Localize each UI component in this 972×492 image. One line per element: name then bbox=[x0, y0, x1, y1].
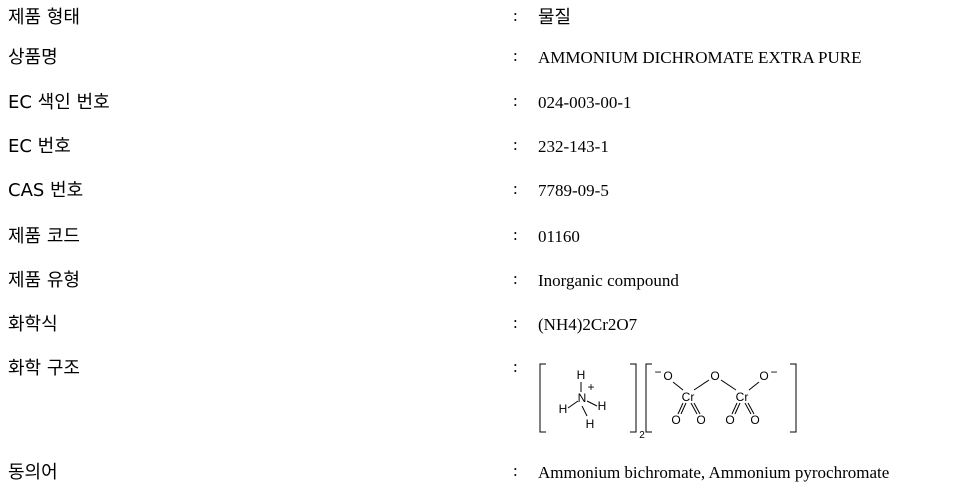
atom-label: O bbox=[663, 369, 672, 383]
field-colon: : bbox=[513, 225, 518, 244]
field-value: 024-003-00-1 bbox=[538, 93, 632, 112]
field-value: Ammonium bichromate, Ammonium pyrochroma… bbox=[538, 463, 890, 482]
field-colon: : bbox=[513, 179, 518, 198]
atom-label: H bbox=[559, 402, 568, 416]
field-value: Inorganic compound bbox=[538, 271, 679, 290]
bracket-right bbox=[790, 363, 797, 433]
field-row-product-type: 제품 유형 : Inorganic compound bbox=[0, 269, 972, 300]
field-row-trade-name: 상품명 : AMMONIUM DICHROMATE EXTRA PURE bbox=[0, 46, 972, 77]
field-colon: : bbox=[513, 357, 518, 376]
atom-label: N bbox=[578, 391, 587, 405]
atom-label: Cr bbox=[682, 390, 695, 404]
atom-label: H bbox=[586, 417, 595, 431]
field-colon: : bbox=[513, 461, 518, 480]
field-colon: : bbox=[513, 6, 518, 25]
field-label: 제품 코드 bbox=[8, 226, 80, 247]
field-value: 232-143-1 bbox=[538, 137, 609, 156]
field-colon: : bbox=[513, 135, 518, 154]
atom-label: O bbox=[710, 369, 719, 383]
field-row-cas-number: CAS 번호 : 7789-09-5 bbox=[0, 179, 972, 210]
atom-label: O bbox=[750, 413, 759, 427]
field-label: 화학식 bbox=[8, 314, 58, 335]
field-label: 제품 유형 bbox=[8, 270, 80, 291]
field-label: 제품 형태 bbox=[8, 7, 80, 28]
field-value: 물질 bbox=[538, 7, 572, 28]
field-row-chemical-structure: 화학 구조 : bbox=[0, 357, 972, 388]
field-colon: : bbox=[513, 46, 518, 65]
field-value: AMMONIUM DICHROMATE EXTRA PURE bbox=[538, 48, 862, 67]
field-label: 화학 구조 bbox=[8, 358, 80, 379]
atom-label: O bbox=[696, 413, 705, 427]
field-label: 동의어 bbox=[8, 462, 58, 483]
field-row-ec-index-number: EC 색인 번호 : 024-003-00-1 bbox=[0, 91, 972, 122]
charge-label: − bbox=[654, 365, 661, 379]
atom-label: H bbox=[598, 399, 607, 413]
bracket-right bbox=[630, 363, 637, 433]
atom-label: O bbox=[759, 369, 768, 383]
atom-label: Cr bbox=[736, 390, 749, 404]
field-label: CAS 번호 bbox=[8, 180, 84, 201]
field-colon: : bbox=[513, 91, 518, 110]
field-row-synonyms: 동의어 : Ammonium bichromate, Ammonium pyro… bbox=[0, 461, 972, 492]
field-value: (NH4)2Cr2O7 bbox=[538, 315, 638, 334]
charge-label: + bbox=[587, 380, 594, 394]
field-colon: : bbox=[513, 313, 518, 332]
field-value: 01160 bbox=[538, 227, 580, 246]
field-row-formula: 화학식 : (NH4)2Cr2O7 bbox=[0, 313, 972, 344]
field-row-product-code: 제품 코드 : 01160 bbox=[0, 225, 972, 256]
field-colon: : bbox=[513, 269, 518, 288]
field-value: 7789-09-5 bbox=[538, 181, 609, 200]
chemical-structure-image: H N + H H H 2 − O Cr O Cr O − O O O O bbox=[539, 363, 797, 441]
atom-label: O bbox=[725, 413, 734, 427]
atom-label: H bbox=[577, 368, 586, 382]
field-label: EC 번호 bbox=[8, 136, 71, 157]
field-label: 상품명 bbox=[8, 47, 58, 68]
bracket-left bbox=[645, 363, 652, 433]
field-row-product-form: 제품 형태 : 물질 bbox=[0, 6, 972, 37]
subscript-label: 2 bbox=[639, 430, 645, 441]
bracket-left bbox=[539, 363, 546, 433]
atom-label: O bbox=[671, 413, 680, 427]
field-label: EC 색인 번호 bbox=[8, 92, 110, 113]
charge-label: − bbox=[770, 365, 777, 379]
field-row-ec-number: EC 번호 : 232-143-1 bbox=[0, 135, 972, 166]
